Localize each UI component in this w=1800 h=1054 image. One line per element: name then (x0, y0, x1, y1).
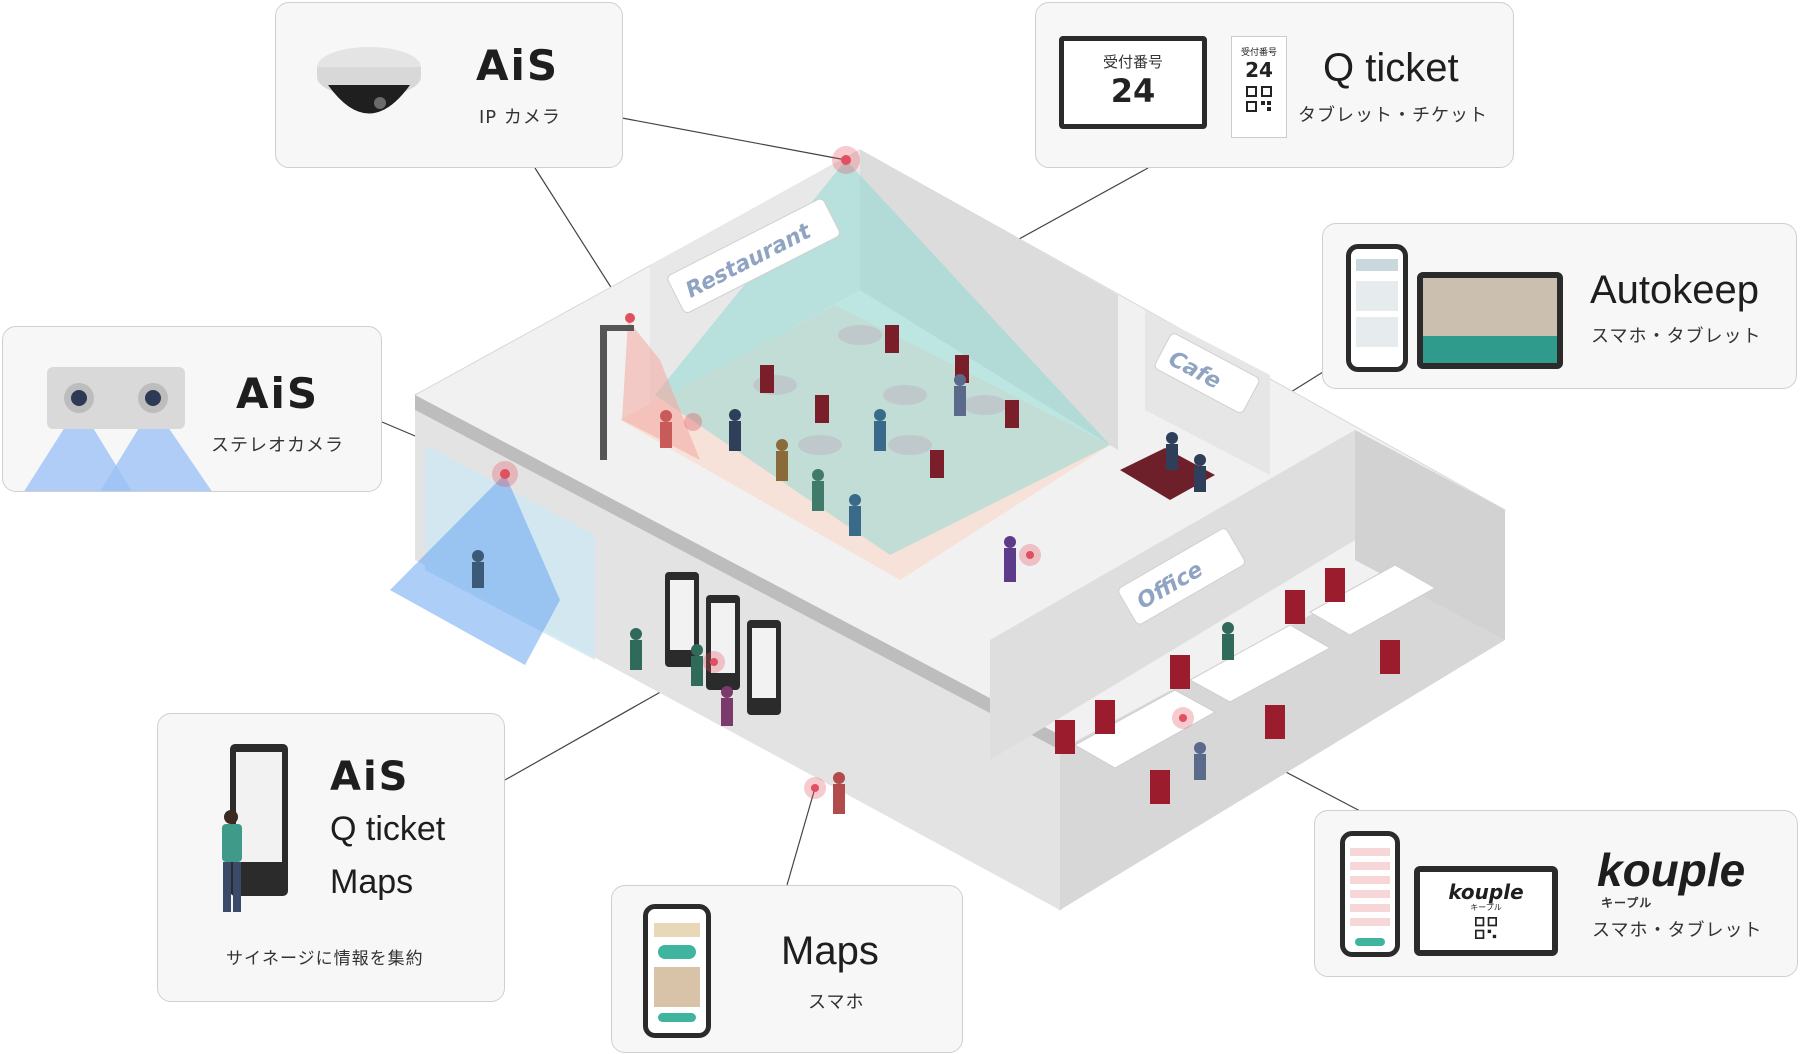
kouple-tablet-logo: kouple (1448, 880, 1524, 904)
callout-signage: AiS Q ticket Maps サイネージに情報を集約 (157, 713, 505, 1002)
callout-kouple: kouple キープル kouple キープル スマホ・タブレット (1314, 810, 1798, 977)
kouple-subtitle: スマホ・タブレット (1592, 920, 1763, 941)
ais-logo: AiS (476, 41, 560, 90)
dome-camera-icon (317, 47, 421, 114)
people (472, 374, 1234, 814)
callout-q-ticket: 受付番号 24 受付番号 24 Q ticket タブレット・チケット (1035, 2, 1514, 168)
restaurant-furniture (753, 325, 1019, 478)
signage-maps: Maps (330, 863, 414, 901)
ais-logo: AiS (330, 754, 410, 800)
maps-title: Maps (781, 929, 879, 973)
q-ticket-display: 受付番号 24 (1059, 36, 1207, 129)
stereo-camera-icon (24, 367, 212, 491)
qr-code-icon (1475, 917, 1497, 939)
autokeep-title: Autokeep (1590, 268, 1760, 312)
ticket-label: 受付番号 (1240, 48, 1277, 58)
autokeep-phone (1346, 244, 1408, 372)
connector-maps (786, 787, 816, 886)
kouple-tablet-kana: キープル (1470, 903, 1502, 912)
ais-logo: AiS (236, 369, 320, 418)
pole-arm (600, 325, 634, 331)
q-ticket-subtitle: タブレット・チケット (1298, 105, 1488, 126)
restaurant-floor-zone (620, 305, 1110, 580)
kouple-tablet: kouple キープル (1414, 866, 1558, 956)
ticket-number: 24 (1245, 58, 1273, 82)
callout-stereo-camera: AiS ステレオカメラ (2, 326, 382, 492)
pole (600, 330, 607, 460)
pole-camera-cone (622, 320, 700, 460)
kouple-phone (1340, 831, 1400, 957)
signage-caption: サイネージに情報を集約 (226, 949, 424, 969)
sensor-markers (492, 146, 1194, 799)
connector-ip-camera (621, 117, 847, 161)
front-wall-top (415, 395, 1060, 750)
cafe-counter (1120, 448, 1215, 500)
maps-phone (643, 904, 711, 1038)
ip-camera-label: IP カメラ (479, 107, 561, 128)
stereo-camera-label: ステレオカメラ (211, 435, 344, 456)
signage-q-ticket: Q ticket (330, 810, 446, 848)
display-label: 受付番号 (1102, 53, 1163, 71)
autokeep-subtitle: スマホ・タブレット (1591, 326, 1762, 347)
paper-ticket: 受付番号 24 (1231, 36, 1287, 138)
kouple-logo: kouple (1597, 844, 1746, 896)
callout-maps: Maps スマホ (611, 885, 963, 1053)
maps-subtitle: スマホ (808, 992, 865, 1013)
person-icon (222, 810, 242, 912)
kouple-logo-kana: キープル (1601, 896, 1653, 910)
office-desks (1055, 564, 1437, 804)
autokeep-tablet (1417, 272, 1563, 369)
callout-autokeep: Autokeep スマホ・タブレット (1322, 223, 1797, 389)
qr-code-icon (1246, 86, 1272, 112)
office-right-wall (1355, 430, 1505, 640)
callout-ip-camera: AiS IP カメラ (275, 2, 623, 168)
display-number: 24 (1110, 72, 1156, 110)
restaurant-right-wall (860, 150, 1118, 450)
signage-kiosks (665, 572, 781, 715)
q-ticket-title: Q ticket (1323, 46, 1459, 90)
